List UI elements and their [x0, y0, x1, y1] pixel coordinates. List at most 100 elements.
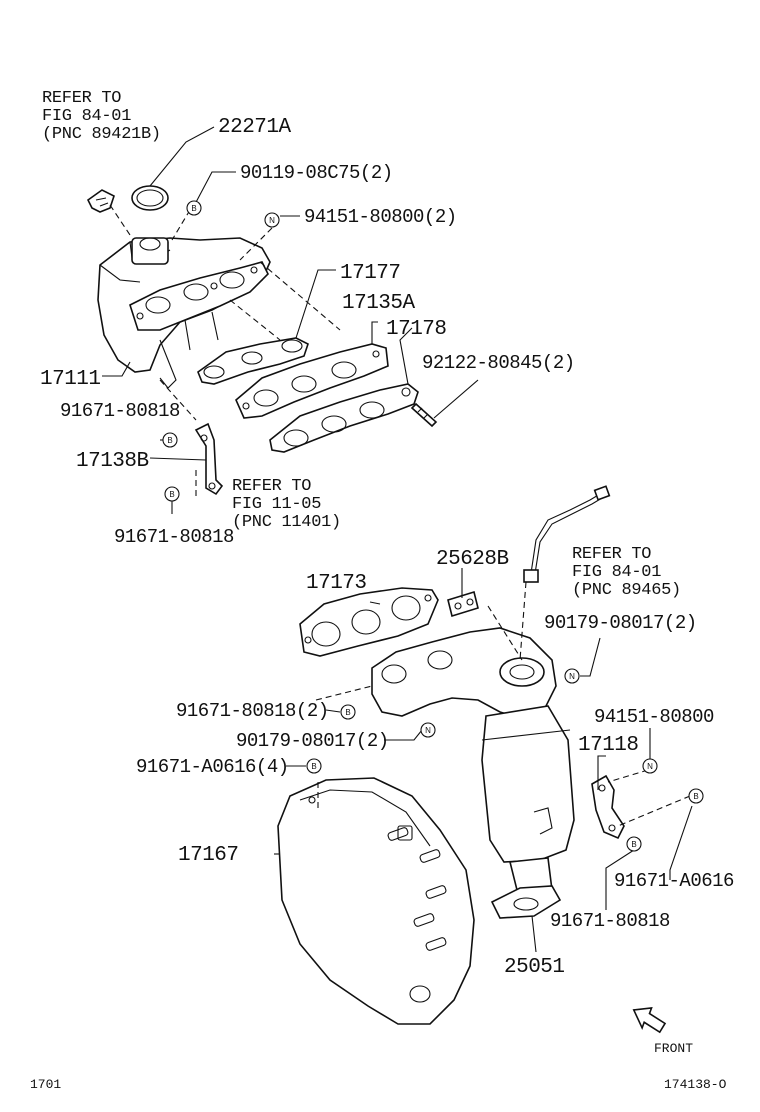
- dash-line: [239, 227, 273, 261]
- leader-line: [149, 457, 207, 461]
- leader-line: [384, 729, 423, 741]
- svg-text:B: B: [631, 840, 636, 849]
- bolt-symbol-icon: B: [186, 200, 202, 216]
- exhaust-manifold-17118: [371, 627, 575, 919]
- dash-line: [229, 299, 281, 341]
- nut-symbol-icon: N: [642, 758, 658, 774]
- refer-note-2-line1: REFER TO: [232, 477, 311, 496]
- part-number-91671-a0616-a: 91671-A0616(4): [136, 756, 289, 778]
- refer-note-2-line2: FIG 11-05: [232, 495, 321, 514]
- leader-line: [325, 709, 341, 713]
- insulator-17135a: [235, 343, 389, 419]
- svg-text:N: N: [647, 762, 653, 771]
- refer-note-2-line3: (PNC 11401): [232, 513, 341, 532]
- bolt-symbol-icon: B: [162, 432, 178, 448]
- gasket-17173: [299, 587, 439, 657]
- part-number-17173: 17173: [306, 572, 367, 595]
- leader-line: [369, 601, 381, 605]
- leader-line: [597, 755, 606, 790]
- nut-symbol-icon: N: [264, 212, 280, 228]
- leader-line: [371, 321, 378, 344]
- dash-line: [159, 379, 197, 421]
- part-number-25051: 25051: [504, 956, 565, 979]
- refer-note-1-line2: FIG 84-01: [42, 107, 131, 126]
- part-number-91671-b: 91671-80818: [114, 526, 234, 548]
- leader-line: [295, 269, 336, 339]
- part-number-90179-b: 90179-08017(2): [236, 730, 389, 752]
- dash-line: [259, 261, 341, 331]
- dash-line: [171, 209, 191, 241]
- leader-line: [102, 361, 131, 377]
- bolt-symbol-icon: B: [164, 486, 180, 502]
- svg-text:B: B: [191, 204, 196, 213]
- nut-symbol-icon: N: [420, 722, 436, 738]
- sensor-connector-icon: [86, 189, 115, 213]
- part-number-94151-b: 94151-80800: [594, 706, 714, 728]
- refer-note-3-line2: FIG 84-01: [572, 563, 661, 582]
- leader-line: [605, 849, 635, 910]
- part-number-17118: 17118: [578, 734, 639, 757]
- dash-line: [617, 795, 691, 827]
- refer-note-1-line1: REFER TO: [42, 89, 121, 108]
- part-number-17138b: 17138B: [76, 450, 149, 473]
- leader-line: [149, 126, 215, 187]
- part-number-90179-a: 90179-08017(2): [544, 612, 697, 634]
- part-number-17178: 17178: [386, 318, 447, 341]
- heat-insulator-17167: [277, 777, 475, 1025]
- intake-manifold-17111: [97, 237, 271, 389]
- part-number-90119: 90119-08C75(2): [240, 162, 393, 184]
- stud-bolt-92122: [410, 402, 438, 428]
- part-number-17135a: 17135A: [342, 292, 416, 315]
- svg-text:N: N: [269, 216, 275, 225]
- dash-line: [109, 204, 131, 236]
- bolt-symbol-icon: B: [306, 758, 322, 774]
- gasket-17177: [197, 337, 309, 385]
- svg-text:B: B: [311, 762, 316, 771]
- drawing-number: 174138-O: [664, 1077, 727, 1092]
- svg-text:N: N: [425, 726, 431, 735]
- part-number-91671-a0616-b: 91671-A0616: [614, 870, 734, 892]
- bolt-symbol-icon: B: [340, 704, 356, 720]
- part-number-91671-c: 91671-80818(2): [176, 700, 329, 722]
- gasket-17178: [269, 383, 419, 453]
- part-number-25628b: 25628B: [436, 548, 509, 571]
- dash-line: [315, 685, 373, 701]
- part-number-17167: 17167: [178, 844, 239, 867]
- svg-text:B: B: [693, 792, 698, 801]
- part-number-17177: 17177: [340, 262, 401, 285]
- bolt-symbol-icon: B: [626, 836, 642, 852]
- svg-text:B: B: [345, 708, 350, 717]
- part-number-92122: 92122-80845(2): [422, 352, 575, 374]
- refer-note-1-line3: (PNC 89421B): [42, 125, 161, 144]
- page-code: 1701: [30, 1077, 61, 1092]
- part-number-91671-a: 91671-80818: [60, 400, 180, 422]
- svg-text:N: N: [569, 672, 575, 681]
- part-number-17111: 17111: [40, 368, 101, 391]
- part-number-91671-d: 91671-80818: [550, 910, 670, 932]
- oxygen-sensor-icon: [523, 485, 611, 583]
- refer-note-3-line3: (PNC 89465): [572, 581, 681, 600]
- stay-bracket: [591, 774, 625, 840]
- leader-line: [531, 915, 537, 953]
- leader-line: [399, 327, 413, 385]
- bracket-25628b: [447, 590, 479, 618]
- leader-line: [669, 805, 693, 880]
- leader-line: [193, 171, 236, 207]
- dash-line: [519, 581, 527, 661]
- svg-text:B: B: [167, 436, 172, 445]
- nut-symbol-icon: N: [564, 668, 580, 684]
- svg-text:B: B: [169, 490, 174, 499]
- leader-line: [580, 637, 601, 677]
- part-number-22271a: 22271A: [218, 116, 292, 139]
- dash-line: [607, 769, 649, 783]
- front-label: FRONT: [654, 1041, 693, 1056]
- dash-line: [487, 605, 523, 661]
- gasket-ring-22271a: [131, 185, 169, 211]
- bracket-17138b: [194, 422, 224, 496]
- refer-note-3-line1: REFER TO: [572, 545, 651, 564]
- leader-line: [433, 379, 479, 419]
- front-arrow-icon: [632, 1006, 667, 1034]
- part-number-94151-a: 94151-80800(2): [304, 206, 457, 228]
- bolt-symbol-icon: B: [688, 788, 704, 804]
